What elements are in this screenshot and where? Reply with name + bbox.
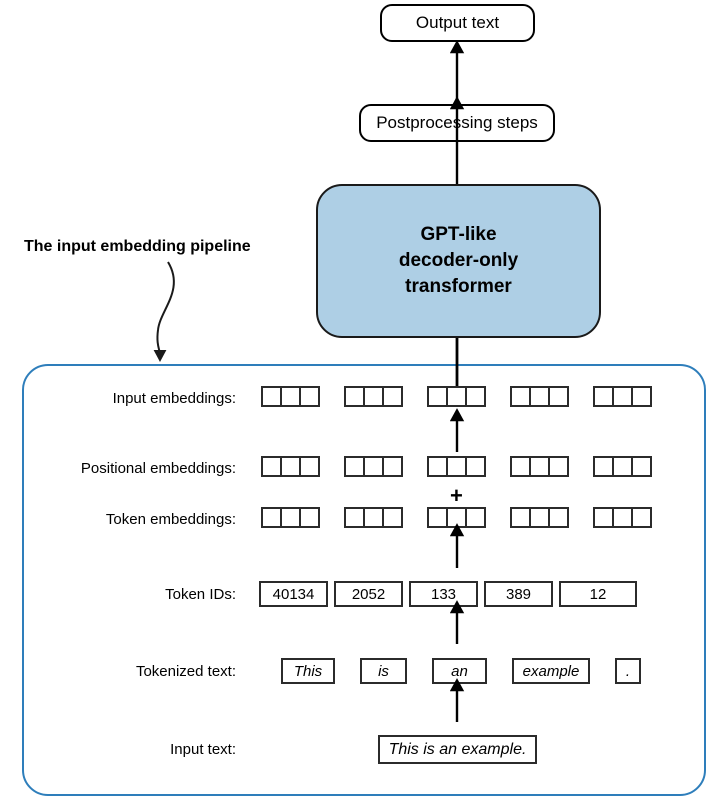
token-box[interactable]: .: [615, 658, 641, 684]
embedding-cell: [631, 386, 652, 407]
input-embeddings-label: Input embeddings:: [56, 390, 236, 407]
token-embeddings-label-text: Token embeddings:: [105, 511, 236, 528]
positional-embedding-group: [427, 456, 486, 477]
token-id-box[interactable]: 12: [559, 581, 637, 607]
token-embeddings-row: [261, 507, 652, 528]
positional-embeddings-row: [261, 456, 652, 477]
postprocessing-label: Postprocessing steps: [376, 113, 538, 132]
embedding-cell: [299, 507, 320, 528]
token-value: an: [451, 662, 468, 680]
positional-embedding-group: [510, 456, 569, 477]
token-id-value: 12: [589, 585, 607, 603]
token-box[interactable]: example: [512, 658, 590, 684]
embedding-cell: [299, 386, 320, 407]
embedding-cell: [382, 386, 403, 407]
embedding-cell: [382, 456, 403, 477]
embedding-cell: [465, 507, 486, 528]
callout-curve-arrow: [153, 261, 175, 362]
embedding-cell: [382, 507, 403, 528]
token-id-box[interactable]: 40134: [259, 581, 328, 607]
callout-text: The input embedding pipeline: [24, 238, 251, 255]
input-text-value: This is an example.: [388, 740, 527, 758]
embedding-cell: [631, 507, 652, 528]
token-ids-label-text: Token IDs:: [165, 586, 236, 603]
output-text-box[interactable]: Output text: [380, 4, 535, 42]
token-embedding-group: [593, 507, 652, 528]
positional-embedding-group: [344, 456, 403, 477]
embedding-cell: [465, 456, 486, 477]
token-id-box[interactable]: 2052: [334, 581, 403, 607]
token-id-value: 389: [505, 585, 532, 603]
sum-operator-text: +: [450, 483, 463, 508]
input-embedding-group: [344, 386, 403, 407]
token-value: .: [625, 662, 631, 680]
input-embedding-group: [427, 386, 486, 407]
token-ids-row: 40134 2052 133 389 12: [259, 581, 637, 607]
transformer-line-3: transformer: [405, 276, 512, 298]
token-id-value: 2052: [351, 585, 386, 603]
input-embedding-group: [261, 386, 320, 407]
embedding-cell: [631, 456, 652, 477]
token-box[interactable]: is: [360, 658, 407, 684]
transformer-line-2: decoder-only: [398, 249, 519, 271]
positional-embedding-group: [593, 456, 652, 477]
input-embedding-group: [510, 386, 569, 407]
pipeline-callout-label: The input embedding pipeline: [24, 238, 251, 256]
input-embedding-pipeline-container: [22, 364, 706, 796]
token-value: example: [522, 662, 580, 680]
sum-operator: +: [450, 485, 463, 507]
input-text-label-text: Input text:: [170, 741, 236, 758]
positional-embedding-group: [261, 456, 320, 477]
transformer-line-1: GPT-like: [420, 223, 497, 245]
embedding-cell: [299, 456, 320, 477]
embedding-cell: [465, 386, 486, 407]
token-id-value: 40134: [272, 585, 315, 603]
input-embeddings-label-text: Input embeddings:: [112, 390, 236, 407]
token-id-box[interactable]: 389: [484, 581, 553, 607]
input-text-label: Input text:: [86, 741, 236, 758]
embedding-cell: [548, 386, 569, 407]
token-id-value: 133: [430, 585, 457, 603]
token-ids-label: Token IDs:: [86, 586, 236, 603]
input-embedding-group: [593, 386, 652, 407]
tokenized-text-label: Tokenized text:: [56, 663, 236, 680]
token-embedding-group: [261, 507, 320, 528]
token-id-box[interactable]: 133: [409, 581, 478, 607]
tokenized-text-label-text: Tokenized text:: [135, 663, 236, 680]
token-box[interactable]: This: [281, 658, 335, 684]
positional-embeddings-label-text: Positional embeddings:: [80, 460, 236, 477]
embedding-cell: [548, 456, 569, 477]
transformer-block[interactable]: GPT-like decoder-only transformer: [316, 184, 601, 338]
token-embedding-group: [344, 507, 403, 528]
token-value: is: [378, 662, 389, 680]
input-embeddings-row: [261, 386, 652, 407]
token-embeddings-label: Token embeddings:: [56, 511, 236, 528]
token-embedding-group: [510, 507, 569, 528]
output-text-label: Output text: [415, 13, 500, 32]
positional-embeddings-label: Positional embeddings:: [36, 460, 236, 477]
embedding-cell: [548, 507, 569, 528]
input-text-box[interactable]: This is an example.: [378, 735, 537, 764]
postprocessing-box[interactable]: Postprocessing steps: [359, 104, 555, 142]
token-embedding-group: [427, 507, 486, 528]
token-value: This: [293, 662, 323, 680]
